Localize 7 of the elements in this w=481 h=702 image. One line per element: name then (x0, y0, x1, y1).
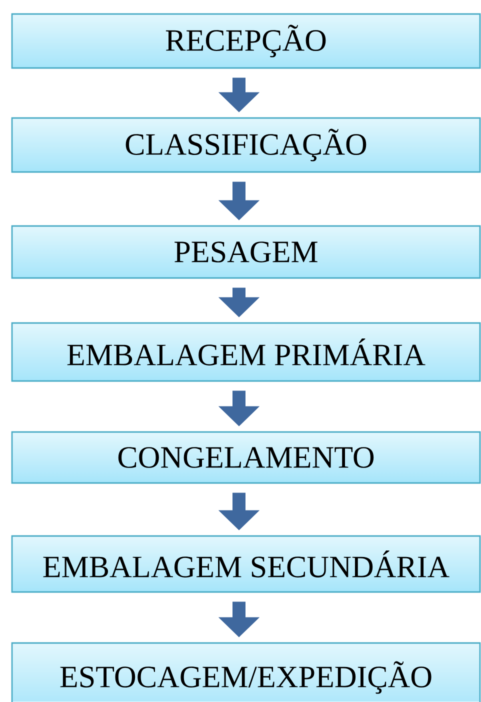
process-box: ESTOCAGEM/EXPEDIÇÃO (11, 642, 481, 702)
process-box: EMBALAGEM SECUNDÁRIA (11, 535, 481, 593)
process-box: CLASSIFICAÇÃO (11, 117, 481, 173)
process-box: RECEPÇÃO (11, 13, 481, 69)
process-box: EMBALAGEM PRIMÁRIA (11, 322, 481, 382)
process-box: PESAGEM (11, 225, 481, 279)
process-box: CONGELAMENTO (11, 431, 481, 484)
